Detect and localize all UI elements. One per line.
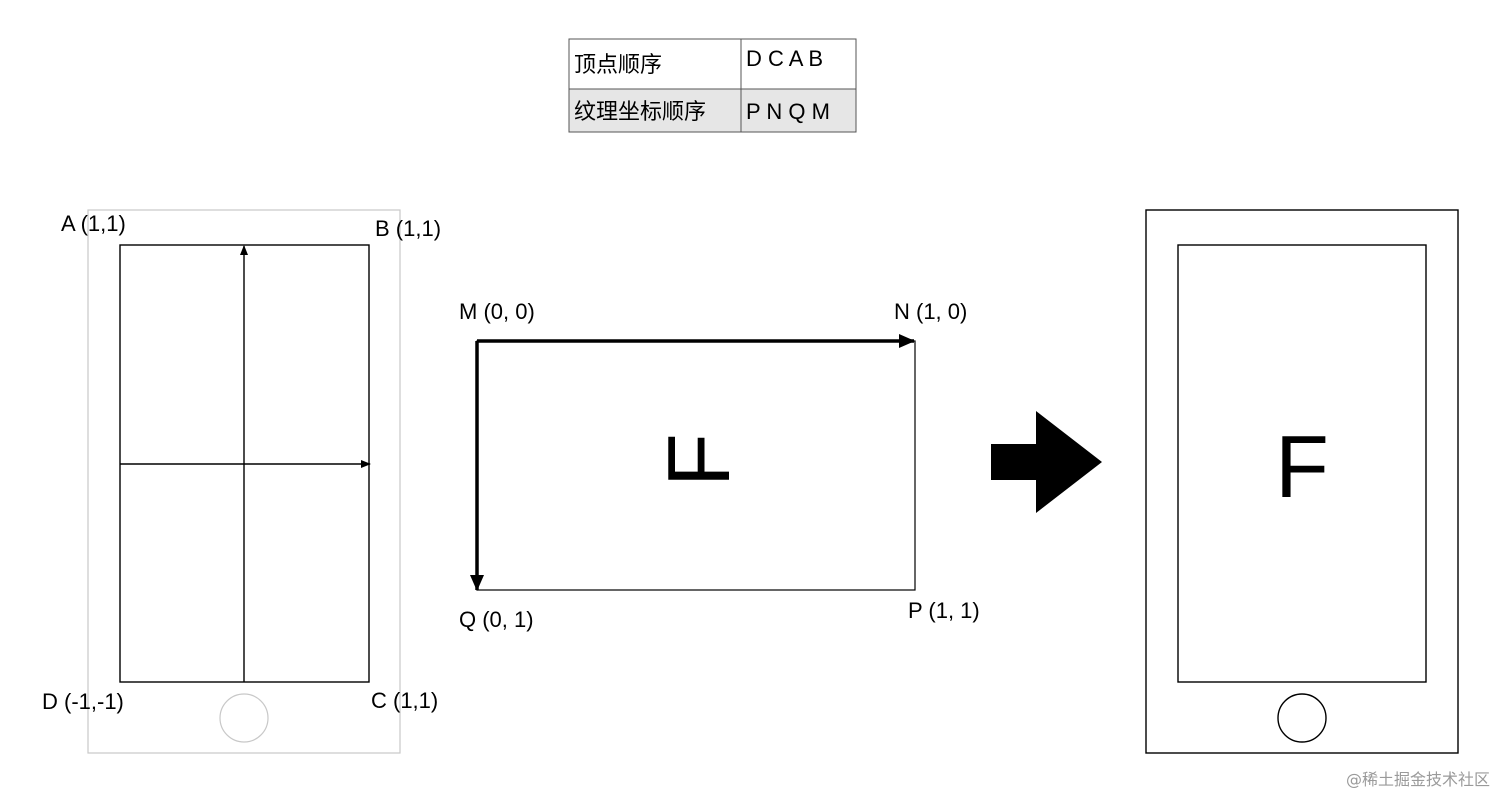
vertex-order-value: D C A B bbox=[746, 46, 823, 71]
vertex-label-b: B (1,1) bbox=[375, 216, 441, 241]
vertex-coordinate-phone: A (1,1) B (1,1) C (1,1) D (-1,-1) bbox=[42, 209, 441, 754]
watermark: @稀土掘金技术社区 bbox=[1346, 770, 1490, 789]
order-table: 顶点顺序 D C A B 纹理坐标顺序 P N Q M bbox=[568, 38, 857, 133]
texture-label-q: Q (0, 1) bbox=[459, 607, 534, 632]
vertex-label-d: D (-1,-1) bbox=[42, 689, 124, 714]
texture-order-value: P N Q M bbox=[746, 99, 830, 124]
texture-coordinate-box: M (0, 0) N (1, 0) Q (0, 1) P (1, 1) F bbox=[459, 299, 980, 632]
vertex-label-c: C (1,1) bbox=[371, 688, 438, 713]
result-phone: F bbox=[1145, 209, 1459, 754]
home-button-icon bbox=[219, 693, 269, 743]
result-glyph: F bbox=[1275, 417, 1329, 516]
vertex-label-a: A (1,1) bbox=[61, 211, 126, 236]
vertex-order-label: 顶点顺序 bbox=[574, 53, 662, 78]
texture-label-m: M (0, 0) bbox=[459, 299, 535, 324]
right-arrow-icon bbox=[991, 411, 1102, 513]
texture-order-label: 纹理坐标顺序 bbox=[574, 100, 706, 125]
rotated-texture-glyph: F bbox=[649, 433, 748, 487]
texture-label-n: N (1, 0) bbox=[894, 299, 967, 324]
texture-label-p: P (1, 1) bbox=[908, 598, 980, 623]
home-button-icon bbox=[1277, 693, 1327, 743]
